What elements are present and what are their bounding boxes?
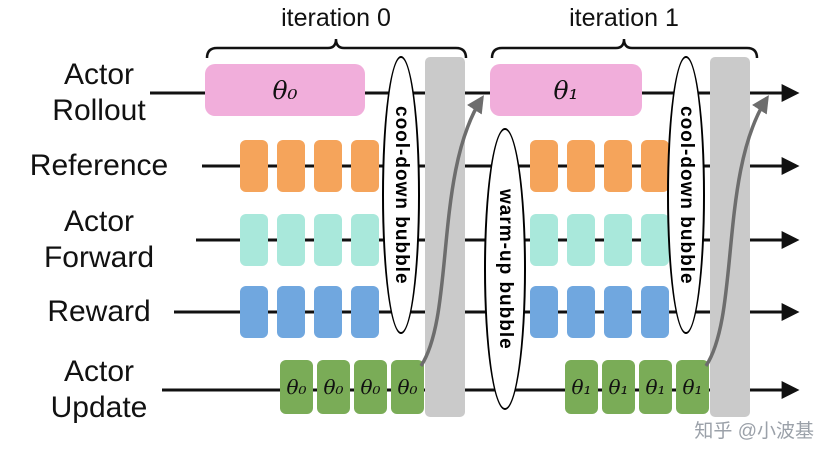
- actor-update-microbatch: θ₁: [565, 360, 598, 414]
- row-label-reward: Reward: [47, 295, 151, 328]
- cooldown-bubble-label: cool-down bubble: [676, 105, 697, 285]
- actor-update-microbatch: θ₀: [280, 360, 313, 414]
- cooldown-bubble-iter1: cool-down bubble: [667, 56, 705, 334]
- update-theta: θ₁: [571, 375, 592, 399]
- sync-barrier-iter1: [710, 57, 750, 417]
- actor-update-microbatch: θ₀: [391, 360, 424, 414]
- reward-microbatch: [604, 286, 632, 338]
- cooldown-bubble-iter0: cool-down bubble: [382, 56, 420, 334]
- reward-microbatch: [530, 286, 558, 338]
- row-label-actor-forward: Actor Forward: [43, 205, 155, 274]
- reward-microbatch: [567, 286, 595, 338]
- reference-microbatch: [641, 140, 669, 192]
- actor-update-microbatch: θ₀: [354, 360, 387, 414]
- update-theta: θ₁: [682, 375, 703, 399]
- row-label-reference: Reference: [29, 149, 169, 182]
- actor-forward-microbatch: [604, 214, 632, 266]
- warmup-bubble-label: warm-up bubble: [495, 188, 516, 350]
- reference-microbatch: [351, 140, 379, 192]
- actor-update-microbatch: θ₁: [602, 360, 635, 414]
- watermark: 知乎 @小波基: [694, 421, 814, 442]
- warmup-bubble: warm-up bubble: [484, 128, 526, 410]
- actor-update-microbatch: θ₁: [639, 360, 672, 414]
- reference-microbatch: [567, 140, 595, 192]
- reference-microbatch: [277, 140, 305, 192]
- reference-microbatch: [530, 140, 558, 192]
- reference-microbatch: [604, 140, 632, 192]
- actor-forward-microbatch: [240, 214, 268, 266]
- actor-update-microbatch: θ₀: [317, 360, 350, 414]
- actor-forward-microbatch: [351, 214, 379, 266]
- row-label-actor-update: Actor Update: [50, 355, 148, 424]
- actor-update-microbatch: θ₁: [676, 360, 709, 414]
- rollout-block-iter1: θ₁: [490, 64, 642, 116]
- reward-microbatch: [314, 286, 342, 338]
- update-theta: θ₀: [323, 375, 344, 399]
- rollout-block-iter0: θ₀: [205, 64, 365, 116]
- cooldown-bubble-label: cool-down bubble: [391, 105, 412, 285]
- iteration1-label: iteration 1: [569, 4, 679, 32]
- update-theta: θ₁: [645, 375, 666, 399]
- update-theta: θ₀: [397, 375, 418, 399]
- iteration0-label: iteration 0: [281, 4, 391, 32]
- iteration0-brace: [205, 38, 468, 59]
- rollout-theta-iter0: θ₀: [272, 75, 298, 105]
- iteration1-brace: [490, 38, 759, 59]
- actor-forward-microbatch: [314, 214, 342, 266]
- reference-microbatch: [314, 140, 342, 192]
- reward-microbatch: [641, 286, 669, 338]
- rollout-theta-iter1: θ₁: [553, 75, 579, 105]
- update-theta: θ₀: [286, 375, 307, 399]
- actor-forward-microbatch: [641, 214, 669, 266]
- row-label-actor-rollout: Actor Rollout: [52, 58, 146, 127]
- actor-forward-microbatch: [567, 214, 595, 266]
- actor-forward-microbatch: [530, 214, 558, 266]
- reward-microbatch: [351, 286, 379, 338]
- reference-microbatch: [240, 140, 268, 192]
- actor-forward-microbatch: [277, 214, 305, 266]
- reward-microbatch: [277, 286, 305, 338]
- sync-barrier-iter0: [425, 57, 465, 417]
- reward-microbatch: [240, 286, 268, 338]
- update-theta: θ₁: [608, 375, 629, 399]
- update-theta: θ₀: [360, 375, 381, 399]
